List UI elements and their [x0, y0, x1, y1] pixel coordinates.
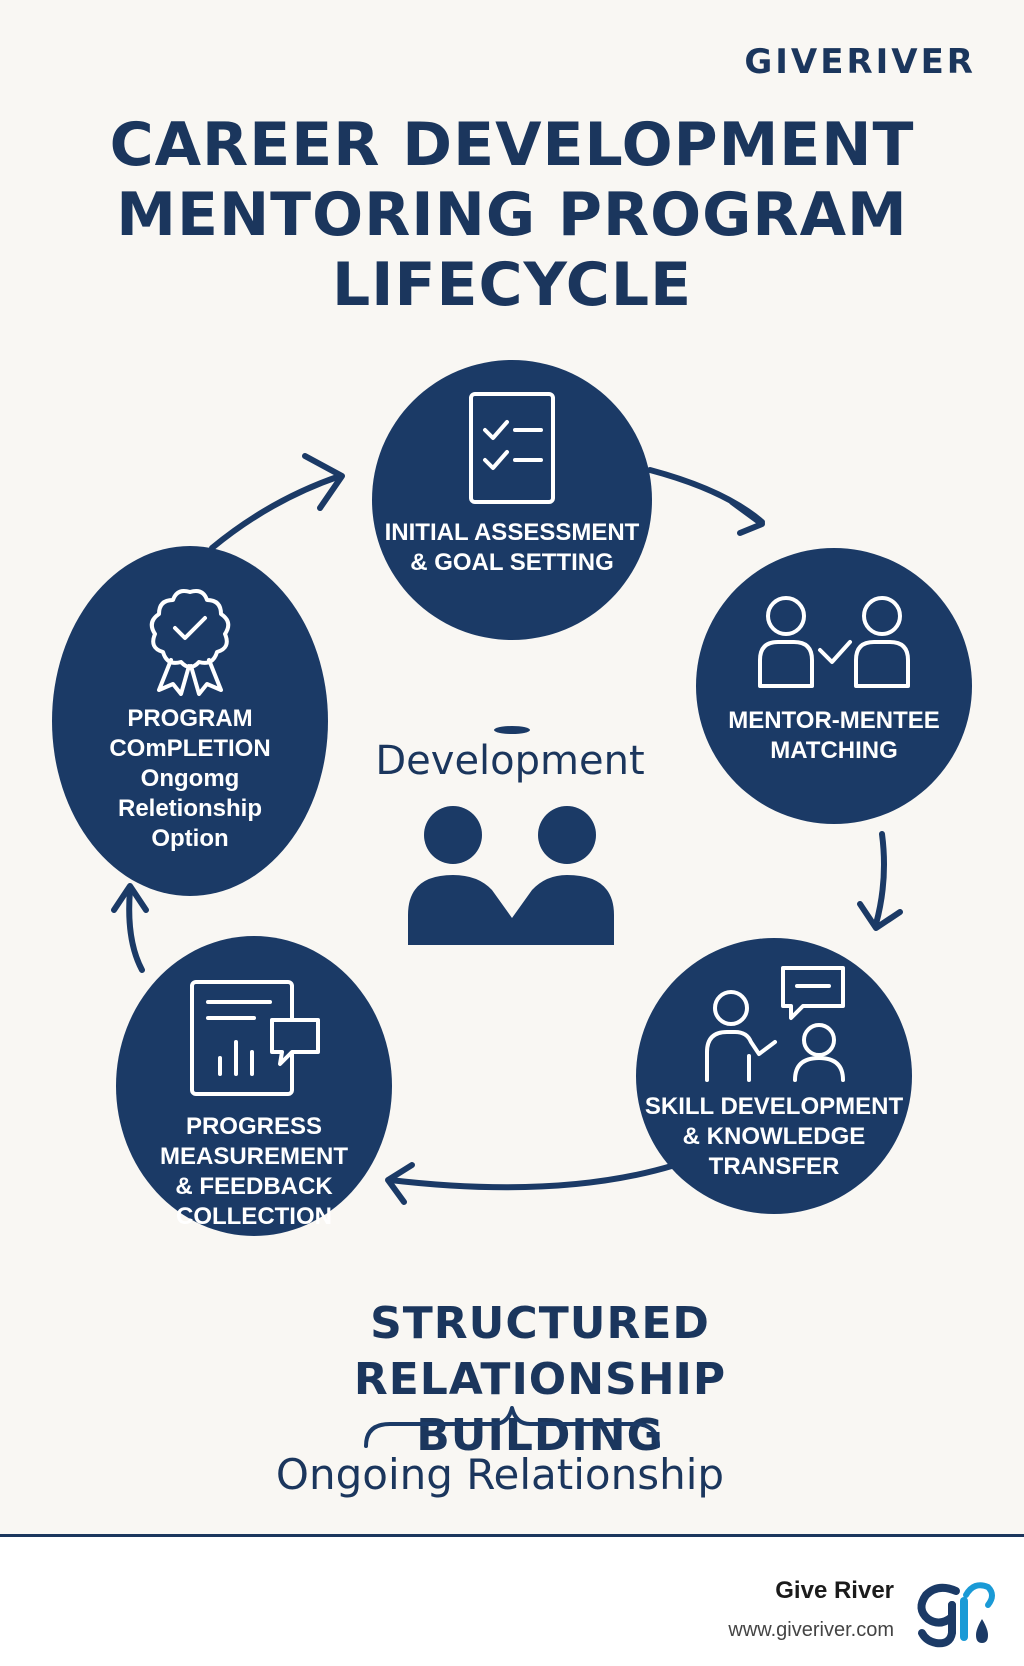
stage-label-line: PROGRESS	[185, 1113, 322, 1140]
footer-company-name: Give River	[775, 1577, 894, 1604]
stage-label-line: & KNOWLEDGE	[682, 1123, 866, 1150]
stage-label-line: Ongomg	[140, 765, 240, 792]
cycle-arrows	[111, 453, 903, 1205]
stage-label-line: TRANSFER	[708, 1153, 840, 1180]
center-dash	[494, 726, 530, 734]
page-title: CAREER DEVELOPMENT MENTORING PROGRAM LIF…	[0, 110, 1024, 320]
title-line-1: CAREER DEVELOPMENT	[109, 110, 915, 180]
arrow-skill-to-progress	[385, 1162, 678, 1205]
stage-label-line: & FEEDBACK	[175, 1173, 333, 1200]
stage-progress-measurement: PROGRESS MEASUREMENT & FEEDBACK COLLECTI…	[116, 936, 392, 1236]
stage-label-line: SKILL DEVELOPMENT	[644, 1093, 904, 1120]
ongoing-relationship-label: Ongoing Relationship	[275, 1450, 725, 1499]
arrow-completion-to-assessment	[209, 453, 345, 551]
arrow-matching-to-skill	[857, 831, 903, 931]
arrow-progress-to-completion	[111, 883, 149, 973]
giveriver-logo-icon	[917, 1582, 995, 1648]
footer-divider	[0, 1534, 1024, 1537]
stage-program-completion: PROGRAM COmPLETION Ongomg Reletionship O…	[52, 546, 328, 896]
stage-mentor-matching: MENTOR-MENTEE MATCHING	[696, 548, 972, 824]
teaching-icon	[705, 966, 845, 1082]
award-ribbon-icon	[149, 589, 231, 696]
mentor-match-icon	[758, 596, 910, 688]
bottom-title-line-2: BUILDING	[416, 1410, 664, 1461]
stage-label-line: Reletionship	[117, 795, 262, 822]
bottom-title: STRUCTURED RELATIONSHIP BUILDING	[200, 1296, 880, 1464]
stage-label-line: MEASUREMENT	[159, 1143, 348, 1170]
checklist-icon	[469, 392, 555, 504]
brace-icon	[364, 1406, 660, 1448]
stage-label-line: MENTOR-MENTEE	[728, 707, 940, 734]
center-people-icon	[408, 806, 614, 945]
stage-initial-assessment: INITIAL ASSESSMENT & GOAL SETTING	[372, 360, 652, 640]
stage-label-line: Option	[151, 825, 229, 852]
stage-label-line: MATCHING	[770, 737, 898, 764]
report-feedback-icon	[190, 980, 320, 1096]
footer-website-link[interactable]: www.giveriver.com	[728, 1619, 894, 1641]
center-label: Development	[375, 738, 645, 784]
bottom-title-line-1: STRUCTURED RELATIONSHIP	[353, 1298, 727, 1405]
title-line-2: MENTORING PROGRAM	[116, 180, 908, 250]
stage-label-line: INITIAL ASSESSMENT	[384, 519, 640, 546]
stage-skill-development: SKILL DEVELOPMENT & KNOWLEDGE TRANSFER	[636, 938, 912, 1214]
stage-label-line: COmPLETION	[109, 735, 271, 762]
stage-label-line: COLLECTION	[175, 1203, 332, 1230]
stage-label-line: PROGRAM	[127, 705, 253, 732]
stage-label-line: & GOAL SETTING	[410, 549, 614, 576]
brand-logo-text: GIVERIVER	[744, 42, 976, 82]
footer: Give River www.giveriver.com	[0, 1537, 1024, 1666]
title-line-3: LIFECYCLE	[331, 250, 693, 320]
arrow-assessment-to-matching	[647, 467, 765, 536]
